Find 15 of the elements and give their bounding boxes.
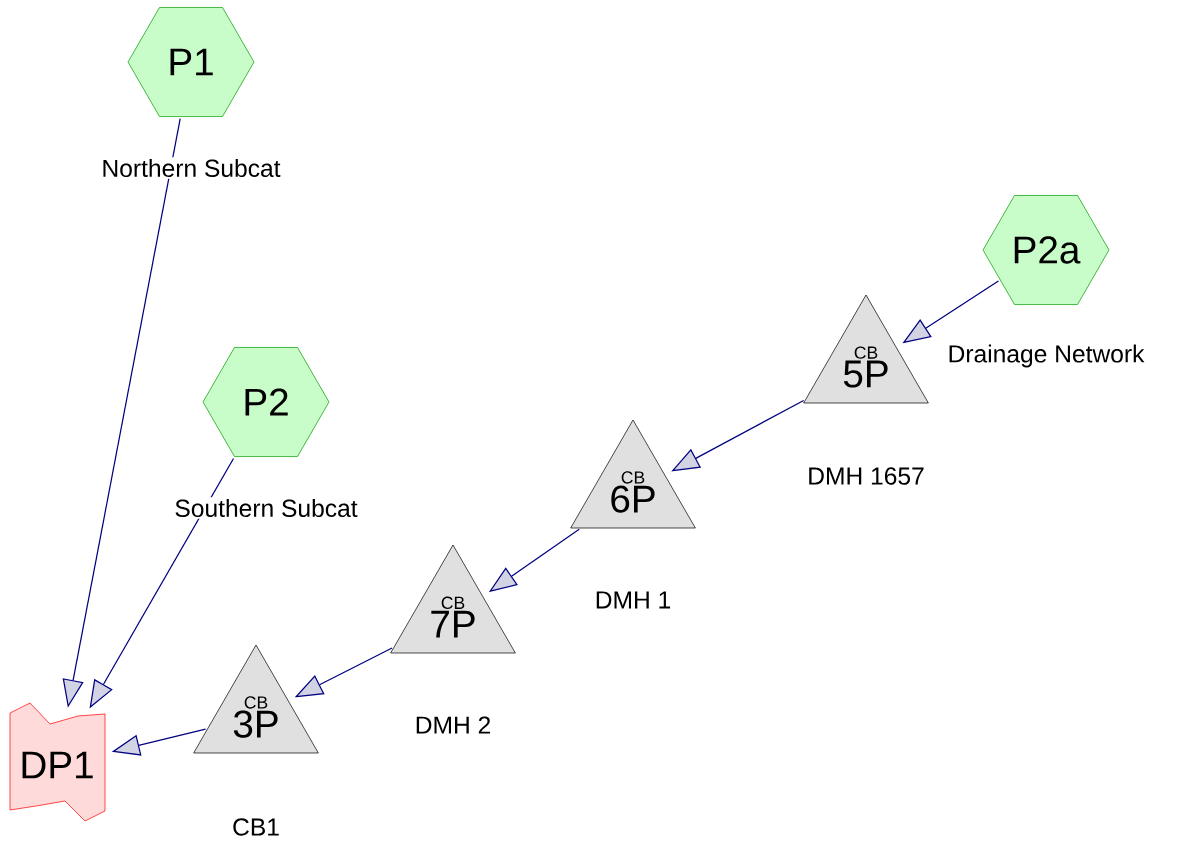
pond-triangle: CB 7P [390, 544, 516, 654]
link-flag: DP1 [9, 702, 106, 822]
node-caption: Southern Subcat [172, 497, 360, 519]
node-caption: DMH 1657 [805, 465, 927, 487]
subcatchment-hexagon: P2a [982, 195, 1110, 305]
pond-triangle: CB 5P [803, 294, 929, 404]
node-caption: DMH 2 [413, 714, 494, 736]
node-caption: Northern Subcat [99, 157, 283, 179]
subcatchment-hexagon: P1 [127, 7, 255, 117]
subcatchment-hexagon: P2 [202, 347, 330, 457]
label: Drainage Network [949, 344, 1145, 368]
node-caption: DMH 1 [593, 589, 674, 611]
node-caption: CB1 [230, 816, 282, 838]
pond-triangle: CB 6P [570, 419, 696, 529]
pond-triangle: CB 3P [193, 644, 319, 754]
